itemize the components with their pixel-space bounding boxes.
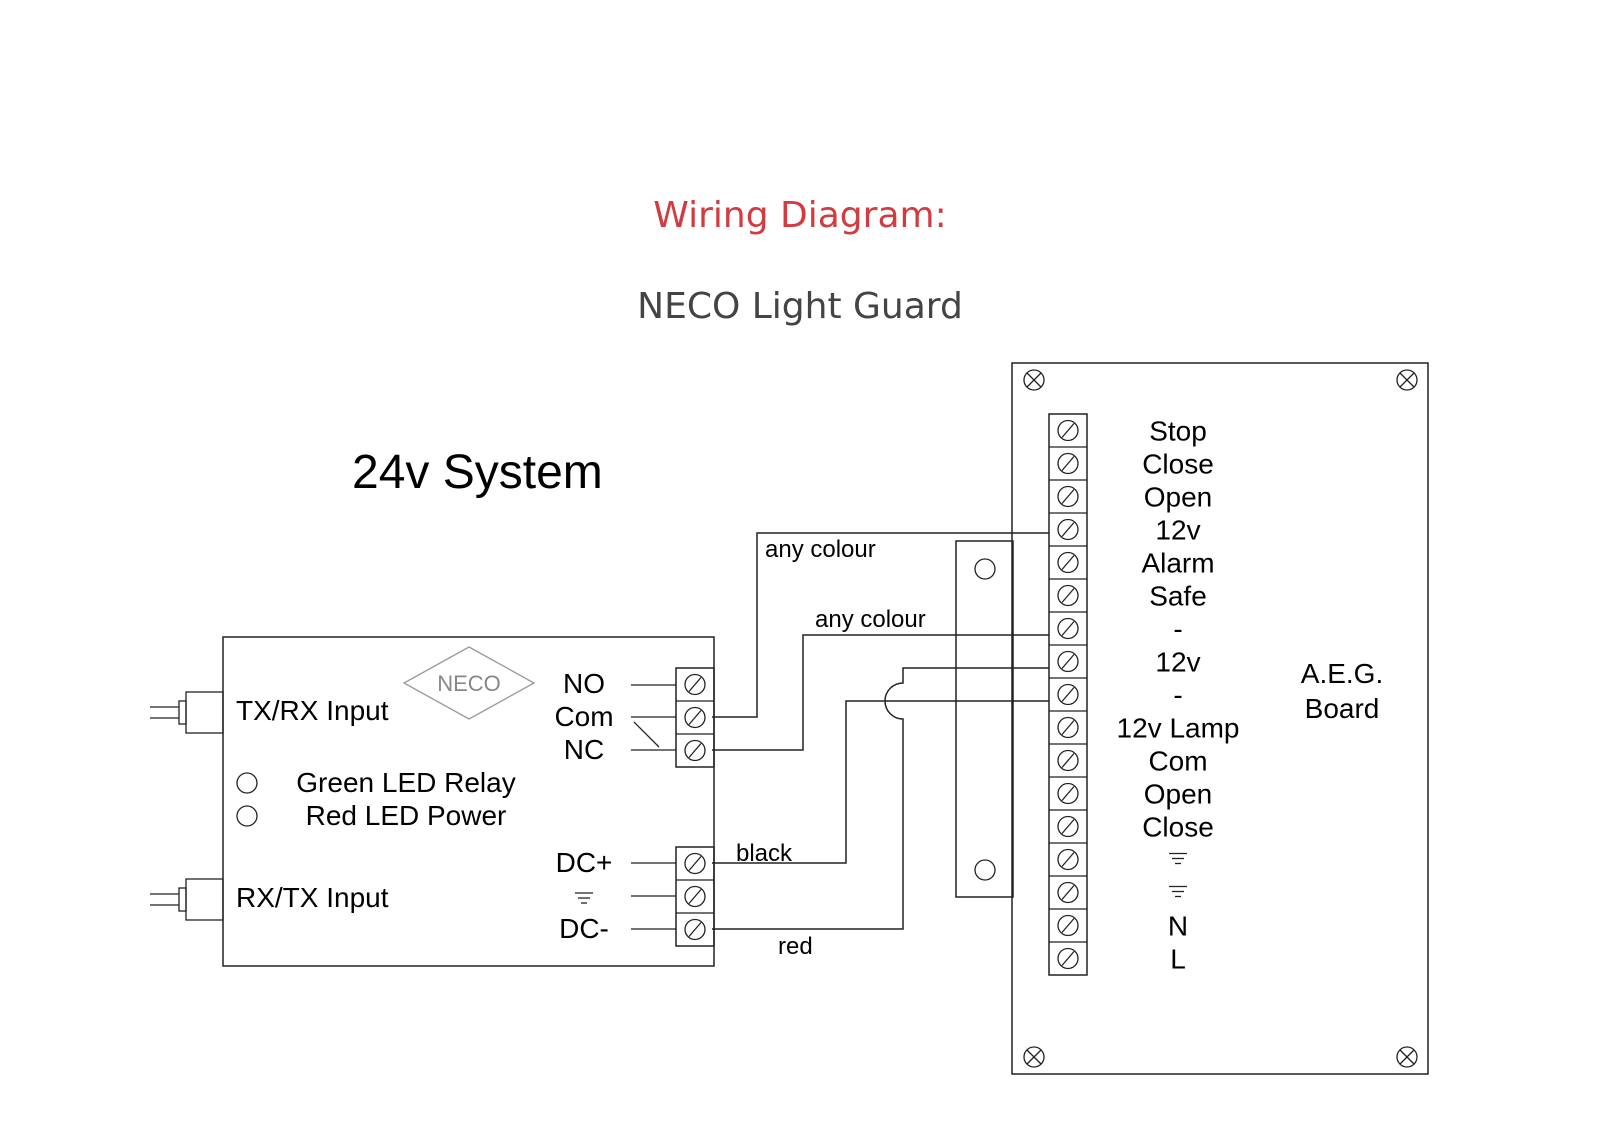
aeg-terminal-screw-icon (1057, 848, 1079, 871)
aeg-terminal-screw-icon (1057, 617, 1079, 640)
wire-label-com: any colour (765, 536, 876, 563)
diagram-subtitle: NECO Light Guard (637, 286, 963, 327)
dc-minus-label: DC- (559, 913, 609, 944)
aeg-terminal-screw-icon (1057, 782, 1079, 805)
aeg-terminal-screw-icon (1057, 947, 1079, 970)
neco-relay-terminal-screw-icon (684, 673, 706, 696)
aeg-terminal-screw-icon (1057, 881, 1079, 904)
neco-logo-text: NECO (437, 671, 501, 696)
aeg-terminal-screw-icon (1057, 551, 1079, 574)
aeg-terminal-label: - (1173, 614, 1182, 645)
neco-power-terminal-block (675, 846, 715, 947)
red-led-icon (236, 805, 258, 827)
bracket-hole-bottom (974, 859, 996, 881)
relay-nc-label: NC (564, 734, 604, 765)
corner-screw-icon (1396, 369, 1418, 391)
aeg-terminal-label: Close (1142, 812, 1214, 843)
aeg-terminal-label: L (1170, 944, 1186, 975)
relay-no-label: NO (563, 668, 605, 699)
aeg-terminal-label: 12v (1155, 515, 1200, 546)
wire-label-red: red (778, 933, 813, 960)
wire-dc-plus-black (712, 700, 1049, 864)
aeg-terminal-screw-icon (1057, 485, 1079, 508)
aeg-terminal-label: Alarm (1141, 548, 1214, 579)
earth-ground-icon (575, 892, 593, 904)
aeg-terminal-label: - (1173, 680, 1182, 711)
earth-ground-icon (1169, 885, 1187, 898)
rx-tx-connector-icon (150, 878, 224, 921)
wire-label-black: black (736, 840, 793, 867)
aeg-board-name-line2: Board (1305, 693, 1380, 724)
neco-relay-terminal-block (675, 667, 715, 768)
aeg-terminal-screw-icon (1057, 650, 1079, 673)
aeg-terminal-block (1048, 413, 1088, 976)
wire-label-nc: any colour (815, 606, 926, 633)
tx-rx-connector-icon (150, 691, 224, 734)
aeg-terminal-screw-icon (1057, 815, 1079, 838)
wire-dc-minus-red (712, 667, 1049, 930)
bracket-hole-top (974, 558, 996, 580)
neco-relay-terminal-screw-icon (684, 706, 706, 729)
wire-nc-to-safe (712, 634, 1049, 751)
relay-switch-contact (633, 721, 660, 748)
aeg-terminal-screw-icon (1057, 914, 1079, 937)
green-led-icon (236, 772, 258, 794)
relay-com-label: Com (554, 701, 613, 732)
aeg-board-enclosure (1011, 362, 1429, 1075)
system-label: 24v System (352, 446, 603, 499)
neco-logo: NECO (402, 646, 536, 720)
wire-com-to-12v (712, 532, 1049, 718)
wires: any colour any colour black red (712, 532, 1049, 960)
aeg-terminal-label: Safe (1149, 581, 1207, 612)
corner-screw-icon (1396, 1046, 1418, 1068)
aeg-terminal-screw-icon (1057, 584, 1079, 607)
aeg-terminal-label: Close (1142, 449, 1214, 480)
aeg-board-name-line1: A.E.G. (1301, 658, 1383, 689)
tx-rx-input-label: TX/RX Input (236, 695, 389, 726)
mounting-bracket (955, 540, 1014, 898)
green-led-relay-label: Green LED Relay (296, 767, 515, 798)
diagram-title: Wiring Diagram: (653, 195, 946, 236)
aeg-terminal-label: N (1168, 911, 1188, 942)
aeg-terminal-screw-icon (1057, 452, 1079, 475)
neco-power-terminal-screw-icon (684, 852, 706, 875)
corner-screw-icon (1023, 1046, 1045, 1068)
aeg-terminal-label: 12v Lamp (1117, 713, 1240, 744)
neco-power-terminal-screw-icon (684, 918, 706, 941)
aeg-terminal-label: 12v (1155, 647, 1200, 678)
neco-unit: TX/RX Input RX/TX Input NECO Green LED R… (150, 636, 715, 967)
aeg-terminal-screw-icon (1057, 716, 1079, 739)
neco-unit-enclosure (222, 636, 715, 967)
aeg-terminal-screw-icon (1057, 683, 1079, 706)
earth-ground-icon (1169, 852, 1187, 865)
neco-power-terminal-screw-icon (684, 885, 706, 908)
aeg-terminal-label: Open (1144, 779, 1213, 810)
aeg-terminal-screw-icon (1057, 419, 1079, 442)
aeg-terminal-label: Com (1148, 746, 1207, 777)
red-led-power-label: Red LED Power (306, 800, 507, 831)
dc-plus-label: DC+ (556, 847, 613, 878)
aeg-terminal-label: Stop (1149, 416, 1207, 447)
aeg-terminal-label: Open (1144, 482, 1213, 513)
neco-relay-terminal-screw-icon (684, 739, 706, 762)
aeg-terminal-screw-icon (1057, 749, 1079, 772)
rx-tx-input-label: RX/TX Input (236, 882, 389, 913)
aeg-terminal-screw-icon (1057, 518, 1079, 541)
corner-screw-icon (1023, 369, 1045, 391)
